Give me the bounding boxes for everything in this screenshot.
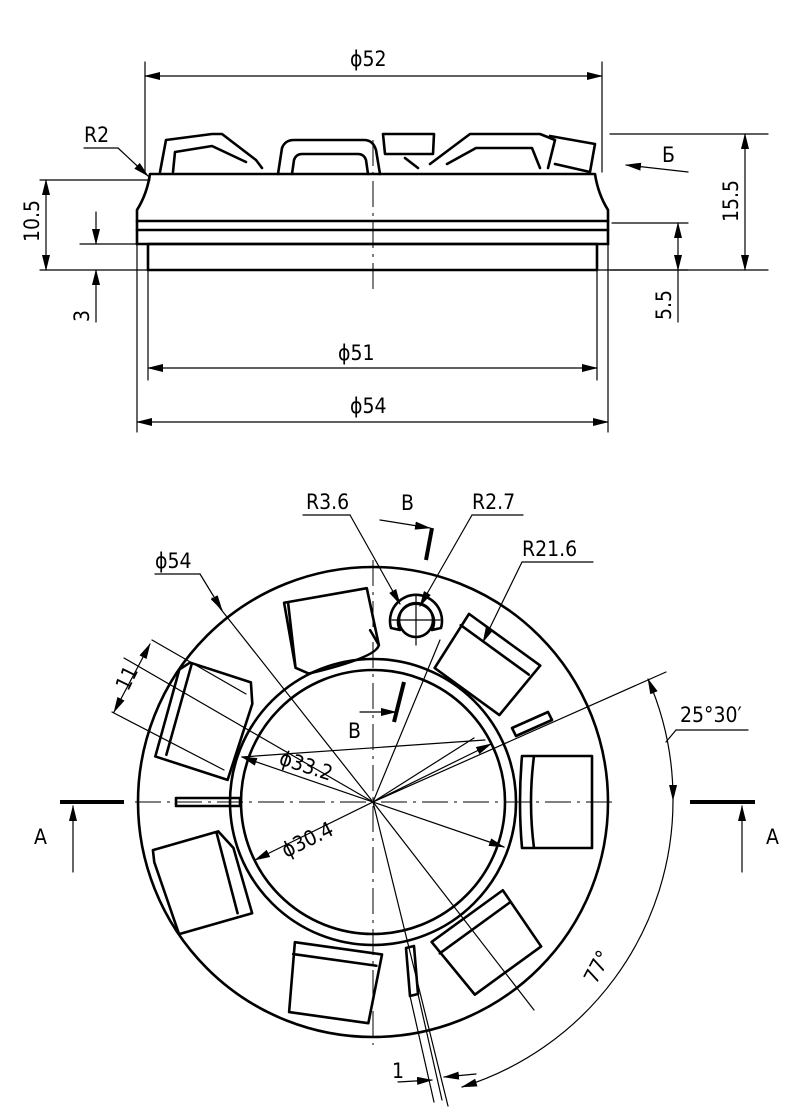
rib-bottom	[404, 944, 420, 998]
dim-r3-6: R3.6	[306, 490, 349, 514]
loop-right	[428, 132, 557, 170]
pad-bottom-left	[287, 940, 384, 1025]
dim-d54-front: ϕ54	[350, 394, 387, 418]
front-view: ϕ52 R2 Б 15.5 5.5 10.5 3 ϕ51	[20, 47, 769, 433]
dim-10-5: 10.5	[20, 200, 44, 242]
boss-top	[388, 593, 444, 646]
dim-d52: ϕ52	[350, 47, 387, 71]
dim-77: 77°	[579, 947, 616, 988]
right-tab	[548, 134, 597, 174]
view-label-v-top: B	[401, 491, 414, 515]
dim-25-30: 25°30′	[680, 703, 742, 727]
dim-r21-6: R21.6	[522, 537, 577, 561]
dim-d30-4: ϕ30.4	[278, 817, 338, 862]
dim-5-5: 5.5	[652, 290, 676, 320]
dim-15-5: 15.5	[719, 180, 743, 222]
view-label-b-cyr: Б	[662, 143, 675, 167]
rib-top-right	[510, 710, 554, 738]
dim-r2: R2	[84, 123, 109, 147]
rib-left	[174, 796, 242, 808]
dim-d54-plan: ϕ54	[155, 549, 192, 573]
pad-right	[518, 754, 594, 850]
pad-bottom-right	[430, 888, 543, 996]
plan-view: ϕ54 R3.6 B R2.7 R21.6 11 25°30′ 77°	[34, 490, 779, 1107]
pad-left-upper	[154, 661, 254, 782]
loop-center	[276, 138, 382, 176]
center-slot	[381, 132, 436, 170]
dim-3: 3	[70, 310, 94, 322]
dim-r2-7: R2.7	[472, 490, 515, 514]
pad-top-right	[433, 612, 542, 717]
section-label-a-right: A	[766, 825, 779, 849]
section-label-a-left: A	[34, 825, 47, 849]
view-label-v-mid: B	[348, 719, 361, 743]
dim-1: 1	[392, 1059, 404, 1083]
pad-left-lower	[151, 830, 254, 936]
pad-top-left	[282, 586, 381, 675]
loop-left	[158, 132, 264, 174]
dim-d51: ϕ51	[338, 341, 375, 365]
